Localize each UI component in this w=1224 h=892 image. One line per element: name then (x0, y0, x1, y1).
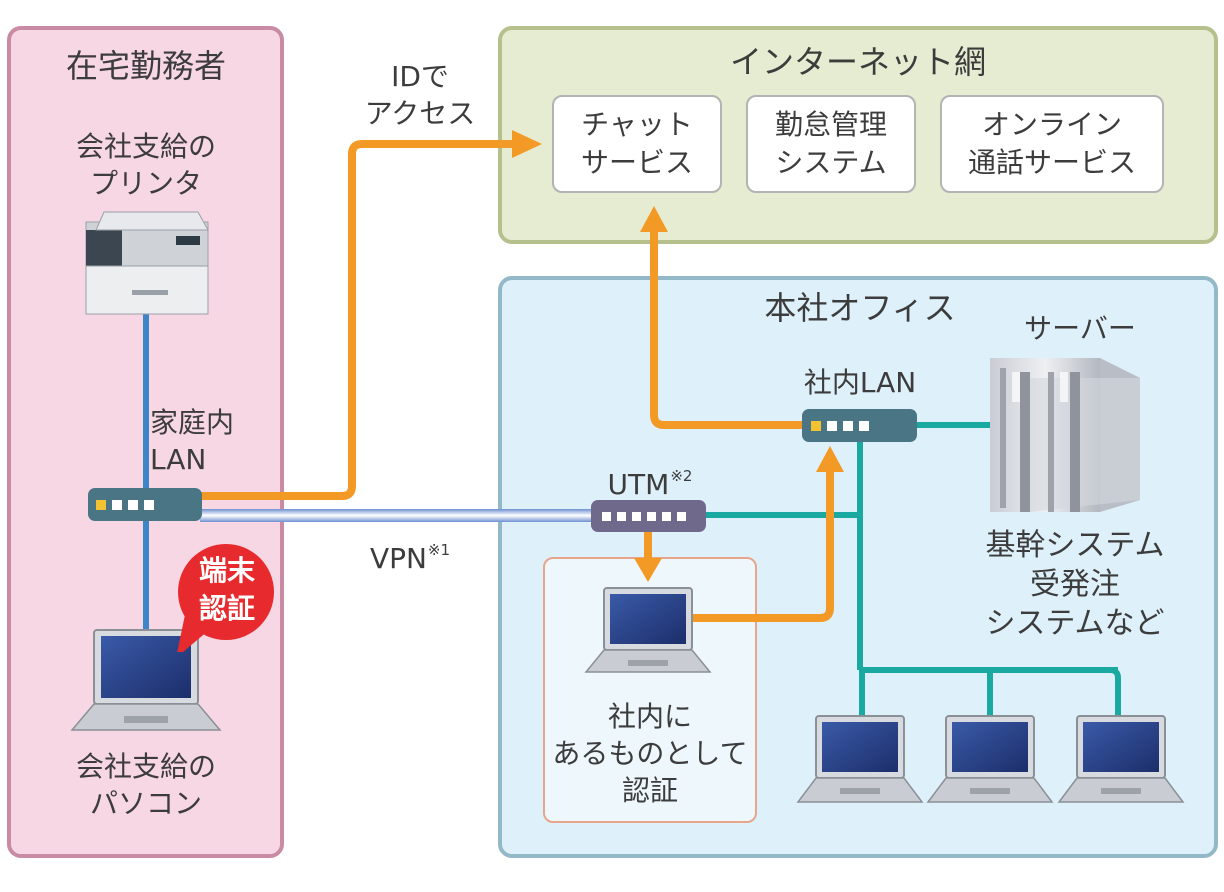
utm-device-icon (591, 500, 706, 532)
vpn-note: ※1 (427, 541, 451, 559)
id-access-label: IDで アクセス (364, 60, 476, 130)
chat-service-box: チャット サービス (552, 95, 722, 193)
device-auth-badge-text: 端末 認証 (198, 554, 255, 625)
office-laptop-2-icon (926, 715, 1054, 803)
server-label: サーバー (1024, 312, 1136, 345)
office-laptop-3-icon (1057, 715, 1185, 803)
vpn-label-text: VPN (369, 542, 427, 575)
server-description: 基幹システム 受発注 システムなど (985, 528, 1165, 641)
office-auth-description: 社内に あるものとして 認証 (552, 700, 748, 807)
office-lan-switch-icon (802, 409, 917, 442)
internet-panel-title: インターネット網 (729, 43, 986, 81)
office-lan-label: 社内LAN (803, 366, 917, 399)
orange-arrows (200, 140, 834, 622)
utm-label-text: UTM (607, 468, 670, 501)
home-laptop-icon (70, 629, 222, 731)
printer-icon (85, 211, 209, 315)
home-lan-label: 家庭内 LAN (150, 406, 235, 476)
arrowheads (512, 130, 844, 582)
printer-label: 会社支給の プリンタ (75, 130, 216, 200)
device-auth-badge-bubble (177, 544, 274, 652)
office-auth-laptop-icon (584, 587, 712, 673)
utm-label: UTM※2 (560, 458, 740, 503)
office-panel-title: 本社オフィス (764, 289, 956, 327)
online-call-service-box: オンライン 通話サービス (940, 95, 1164, 193)
office-auth-box (543, 557, 757, 823)
pc-label: 会社支給の パソコン (75, 750, 216, 820)
utm-note: ※2 (670, 467, 693, 485)
server-icon (990, 358, 1140, 512)
home-router-icon (88, 488, 202, 521)
home-panel-title: 在宅勤務者 (65, 47, 226, 85)
vpn-tunnel (200, 509, 598, 522)
office-lan-lines (700, 422, 1121, 720)
vpn-label: VPN※1 (330, 532, 490, 577)
office-laptop-1-icon (796, 715, 924, 803)
attendance-system-box: 勤怠管理 システム (746, 95, 916, 193)
